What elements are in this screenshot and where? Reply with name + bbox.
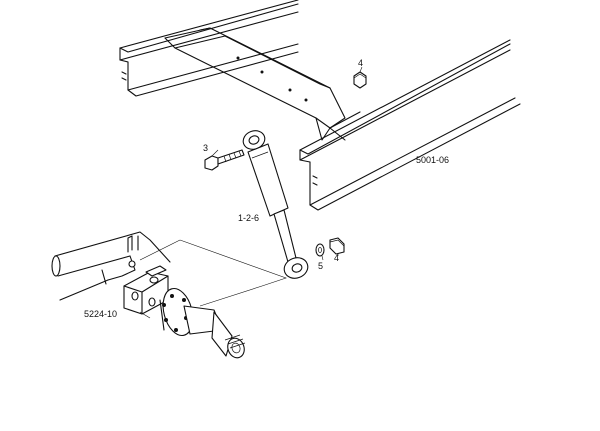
callout-nut-top: 4 (358, 58, 364, 68)
leader-lines (139, 239, 287, 307)
bolt (204, 149, 245, 171)
callout-bolt: 3 (203, 143, 209, 153)
callout-axle-ref: 5224-10 (84, 309, 118, 319)
left-frame-rail (119, 0, 299, 97)
shock-absorber (242, 130, 309, 279)
washer-and-nut (315, 237, 345, 261)
callout-washer: 5 (318, 261, 324, 271)
cross-member-bracket (164, 27, 346, 141)
callout-frame-ref: 5001-06 (416, 155, 450, 165)
right-frame-rail (299, 39, 521, 211)
nut-top (353, 66, 367, 89)
callout-nut-lower: 4 (334, 253, 340, 263)
axle-assembly (51, 231, 246, 359)
callout-shock-absorber: 1-2-6 (238, 213, 260, 223)
